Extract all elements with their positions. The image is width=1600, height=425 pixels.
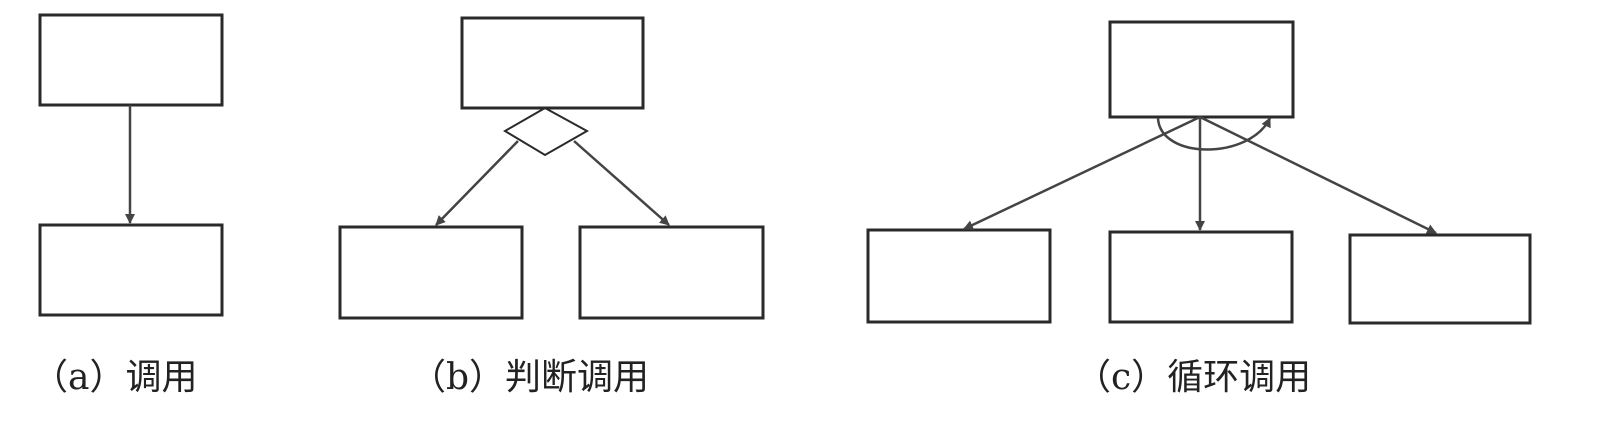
module-box-a-callee [38,223,224,317]
arrow-b-left [435,140,519,226]
arrow-b-right [573,140,670,226]
arrow-c-1 [963,115,1201,231]
arrow-c-3 [1199,115,1437,235]
decision-diamond [503,106,590,157]
module-box-a-caller [38,13,224,107]
module-box-b-callee-right [578,225,765,320]
caption-c: （c）循环调用 [1075,357,1312,398]
module-box-b-callee-left [338,225,524,320]
loop-arc-arrow [1156,117,1272,151]
caption-a: （a）调用 [32,357,198,398]
module-box-c-callee-3 [1348,233,1532,325]
module-box-b-caller [460,16,645,110]
module-box-c-callee-1 [866,228,1052,324]
module-box-c-caller [1108,20,1295,119]
module-box-c-callee-2 [1108,230,1294,324]
caption-b: （b）判断调用 [410,357,650,398]
